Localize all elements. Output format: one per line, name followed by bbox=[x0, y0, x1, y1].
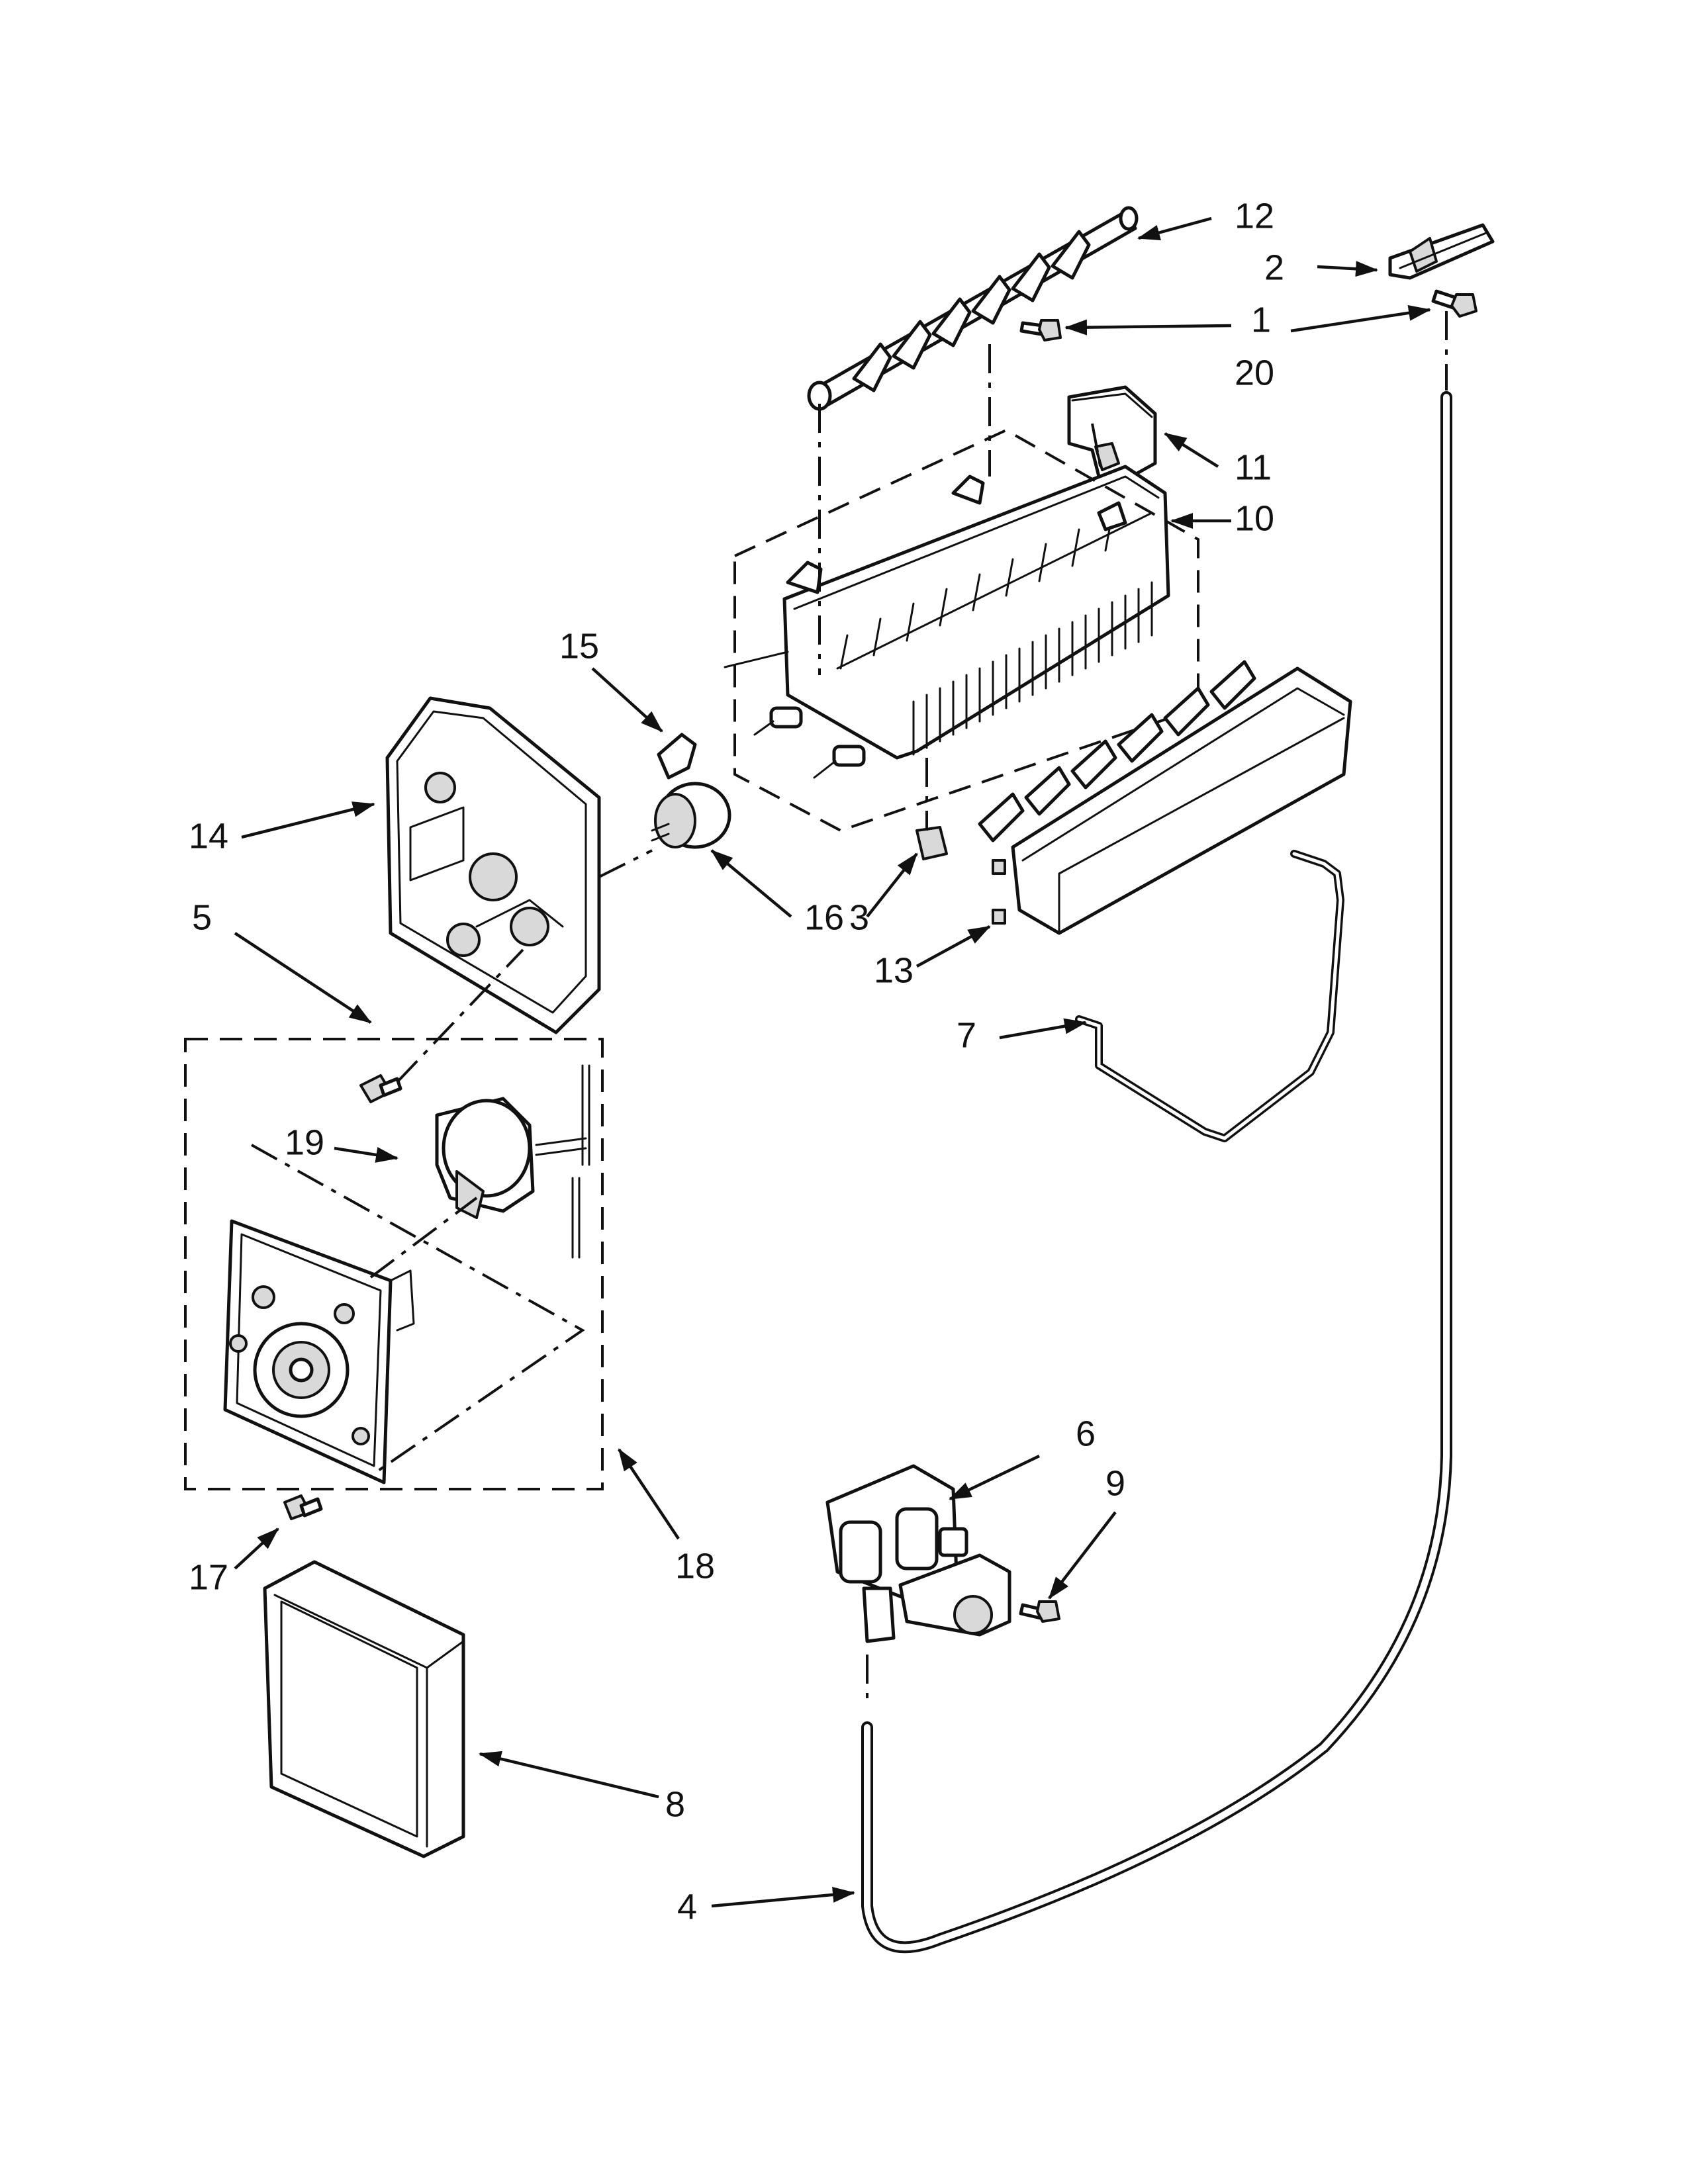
ejector-blade-part bbox=[807, 206, 1139, 411]
callout-6: 6 bbox=[1076, 1414, 1096, 1453]
callout-15: 15 bbox=[559, 626, 599, 666]
callout-12: 12 bbox=[1235, 196, 1274, 236]
callout-9: 9 bbox=[1105, 1463, 1125, 1503]
callout-13: 13 bbox=[874, 950, 914, 990]
thermostat-part bbox=[651, 782, 731, 849]
callout-3: 3 bbox=[849, 897, 869, 937]
callout-2: 2 bbox=[1264, 248, 1284, 287]
screw-9-part bbox=[1019, 1600, 1060, 1623]
support-11-part bbox=[1067, 385, 1157, 482]
motor-part bbox=[435, 1064, 590, 1259]
motor-module-outline bbox=[184, 1038, 604, 1490]
callout-7: 7 bbox=[957, 1015, 976, 1055]
callout-10: 10 bbox=[1235, 498, 1274, 538]
screw-17-part bbox=[283, 1494, 323, 1520]
callout-4: 4 bbox=[677, 1887, 697, 1927]
callout-20: 20 bbox=[1235, 353, 1274, 392]
cover-13-part bbox=[978, 660, 1352, 935]
water-valve-part bbox=[825, 1464, 1011, 1643]
callout-8: 8 bbox=[665, 1784, 685, 1824]
callout-19: 19 bbox=[285, 1122, 324, 1162]
screw-1-part bbox=[1019, 319, 1062, 341]
callout-18: 18 bbox=[675, 1546, 715, 1586]
callout-17: 17 bbox=[189, 1557, 228, 1597]
callout-5: 5 bbox=[192, 897, 212, 937]
screw-5-part bbox=[359, 1074, 402, 1103]
callout-16: 16 bbox=[804, 897, 844, 937]
callout-labels: 12 2 1 20 11 10 15 14 5 16 3 13 7 19 18 … bbox=[189, 196, 1284, 1927]
clip-15-part bbox=[657, 733, 697, 780]
module-part bbox=[223, 1219, 415, 1484]
alignment-lines bbox=[251, 311, 1448, 1707]
leader-lines bbox=[234, 216, 1431, 1908]
housing-part bbox=[385, 696, 601, 1034]
callout-14: 14 bbox=[189, 816, 228, 856]
callout-1: 1 bbox=[1251, 300, 1271, 340]
screw-20-part bbox=[1431, 289, 1477, 318]
clip-3-part bbox=[915, 826, 948, 860]
bracket-part bbox=[1388, 223, 1495, 280]
mold-part bbox=[724, 465, 1170, 779]
water-tube-part bbox=[861, 391, 1452, 1954]
cover-8-part bbox=[263, 1560, 465, 1858]
callout-11: 11 bbox=[1235, 447, 1272, 487]
